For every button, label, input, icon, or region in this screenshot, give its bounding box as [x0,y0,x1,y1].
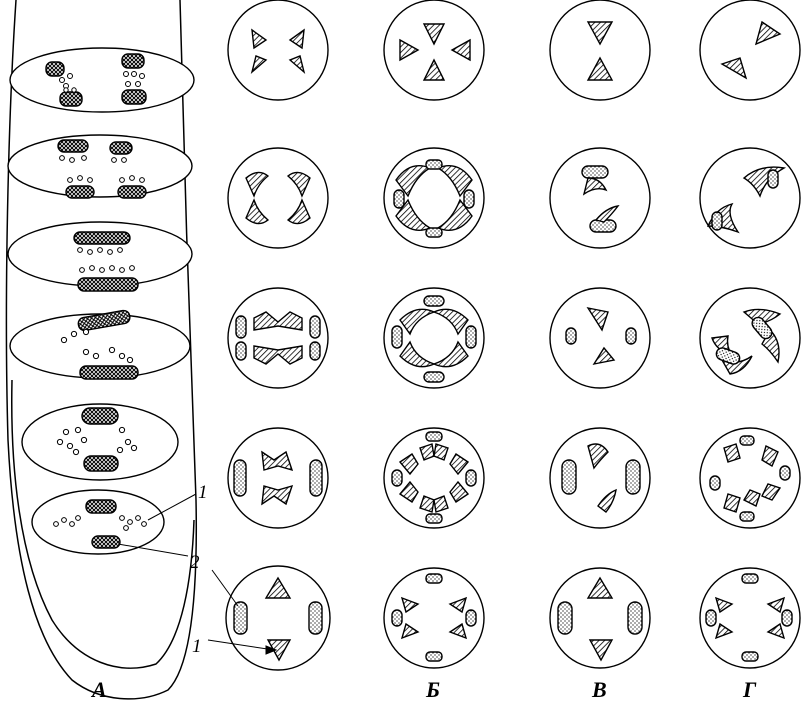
oblique-section-6 [32,490,164,554]
column-label-B: Б [425,677,440,702]
oblique-section-4 [10,310,190,379]
section-C5 [550,568,650,668]
callout-2: 2 [190,552,200,573]
transverse-sections-grid [228,0,800,668]
transverse-section-A5 [226,566,330,670]
oblique-section-3 [8,222,192,291]
section-D5 [700,568,800,668]
section-C1 [550,0,650,100]
callout-1-top: 1 [198,482,208,503]
section-C2 [550,148,650,248]
section-A2 [228,148,328,248]
section-D1 [700,0,800,100]
section-B4 [384,428,484,528]
section-C4 [550,428,650,528]
section-A3 [228,288,328,388]
oblique-sections [8,48,194,554]
section-A1 [228,0,328,100]
column-label-A: А [90,677,107,702]
column-label-G: Г [742,677,757,702]
section-D2 [700,148,800,248]
oblique-section-2 [8,135,192,198]
oblique-section-5 [22,404,178,480]
section-B5 [384,568,484,668]
section-D3 [700,288,800,388]
callout-1-bottom: 1 [192,636,202,657]
section-B2 [384,148,484,248]
section-D4 [700,428,800,528]
section-B3 [384,288,484,388]
section-C3 [550,288,650,388]
callout-2-leader-low [212,570,238,606]
column-label-V: В [591,677,607,702]
oblique-section-1 [10,48,194,112]
section-A4 [228,428,328,528]
section-B1 [384,0,484,100]
